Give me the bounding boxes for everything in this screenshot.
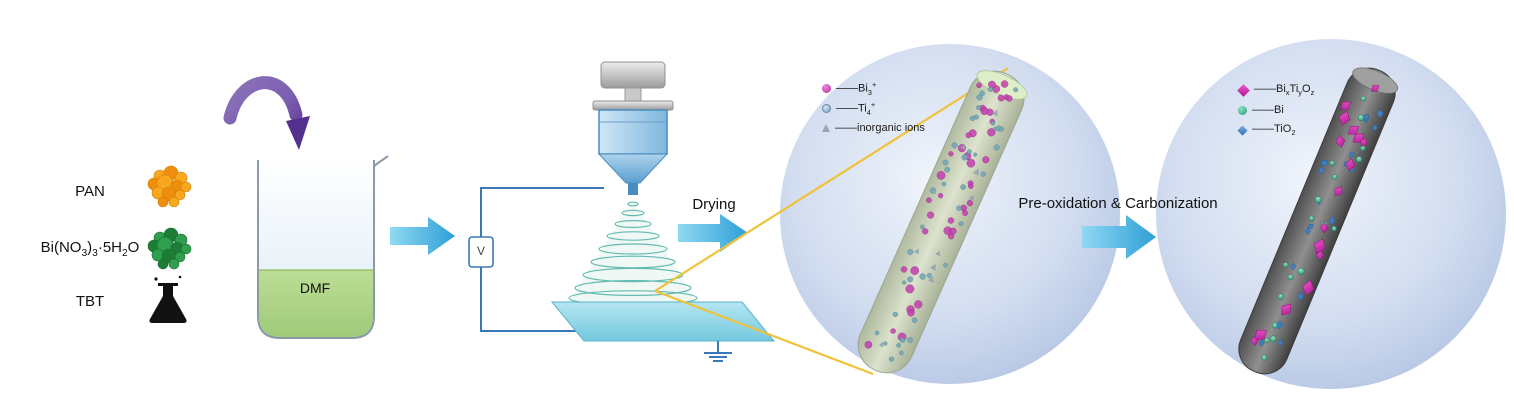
product-fiber <box>1238 67 1399 375</box>
bismuth-nitrate-label: Bi(NO3)3·5H2O <box>40 239 140 259</box>
needle <box>628 183 638 195</box>
step-arrow-1 <box>390 217 455 255</box>
legend-item-tio2: ——TiO2 <box>1237 120 1314 140</box>
voltage-label: V <box>476 244 485 258</box>
syringe-barrel <box>598 109 668 155</box>
hv-wire-bottom <box>480 267 576 332</box>
magnify-lines <box>654 67 1009 376</box>
tio2-icon <box>1237 124 1248 136</box>
plunger-stem <box>624 87 642 103</box>
syringe-funnel <box>597 153 669 184</box>
drying-label: Drying <box>692 196 736 213</box>
legend-item-ti4: ——Ti4+ <box>822 98 925 118</box>
bismuth-nitrate-powder-icon <box>147 227 192 270</box>
bismuth-titanate-icon <box>1237 83 1250 97</box>
bi3-ion-icon <box>822 83 831 93</box>
plunger-flange <box>592 100 674 111</box>
voltage-source-box <box>468 236 494 268</box>
legend-item-bismuth-titanate: ——BixTiyOz <box>1237 80 1315 100</box>
bi-metal-icon <box>1238 105 1247 115</box>
tbt-label: TBT <box>75 293 105 310</box>
product-fiber-cap <box>1352 67 1399 94</box>
ti4-ion-icon <box>822 103 831 113</box>
bi3-ion-label: ——Bi3+ <box>836 79 877 97</box>
tio2-label: ——TiO2 <box>1252 122 1296 138</box>
dmf-liquid <box>259 270 373 337</box>
electrospinning-apparatus <box>468 61 776 362</box>
beaker <box>257 155 389 339</box>
collector-plate <box>550 301 776 342</box>
preoxidation-label: Pre-oxidation & Carbonization <box>1018 195 1218 212</box>
legend-item-inorganic: ——inorganic ions <box>822 118 925 138</box>
precursor-fiber <box>857 70 1028 374</box>
ground-icon <box>704 341 732 362</box>
preoxidation-arrow <box>1082 215 1156 259</box>
legend-item-bi: ——Bi <box>1238 100 1314 120</box>
jet-cone <box>569 200 697 302</box>
bismuth-titanate-label: ——BixTiyOz <box>1254 82 1315 98</box>
pan-powder-icon <box>147 165 192 208</box>
pan-label: PAN <box>75 183 105 200</box>
product-fiber-particles <box>1250 85 1384 361</box>
pump-block <box>600 61 666 89</box>
product-legend: ——BixTiyOz ——Bi ——TiO2 <box>1237 80 1315 140</box>
inorganic-ion-label: ——inorganic ions <box>835 122 925 134</box>
precursor-fiber-particles <box>864 80 1019 362</box>
precursor-legend: ——Bi3+ ——Ti4+ ——inorganic ions <box>822 78 925 138</box>
ti4-ion-label: ——Ti4+ <box>836 99 876 117</box>
inorganic-ion-icon <box>822 124 830 132</box>
tbt-flask-icon <box>149 275 187 323</box>
legend-item-bi3: ——Bi3+ <box>822 78 925 98</box>
transfer-arrow <box>223 76 310 150</box>
bi-metal-label: ——Bi <box>1252 104 1284 116</box>
jet-spiral <box>568 201 698 306</box>
drying-arrow <box>678 214 748 252</box>
dmf-label: DMF <box>299 280 331 296</box>
hv-wire-top <box>480 187 604 237</box>
